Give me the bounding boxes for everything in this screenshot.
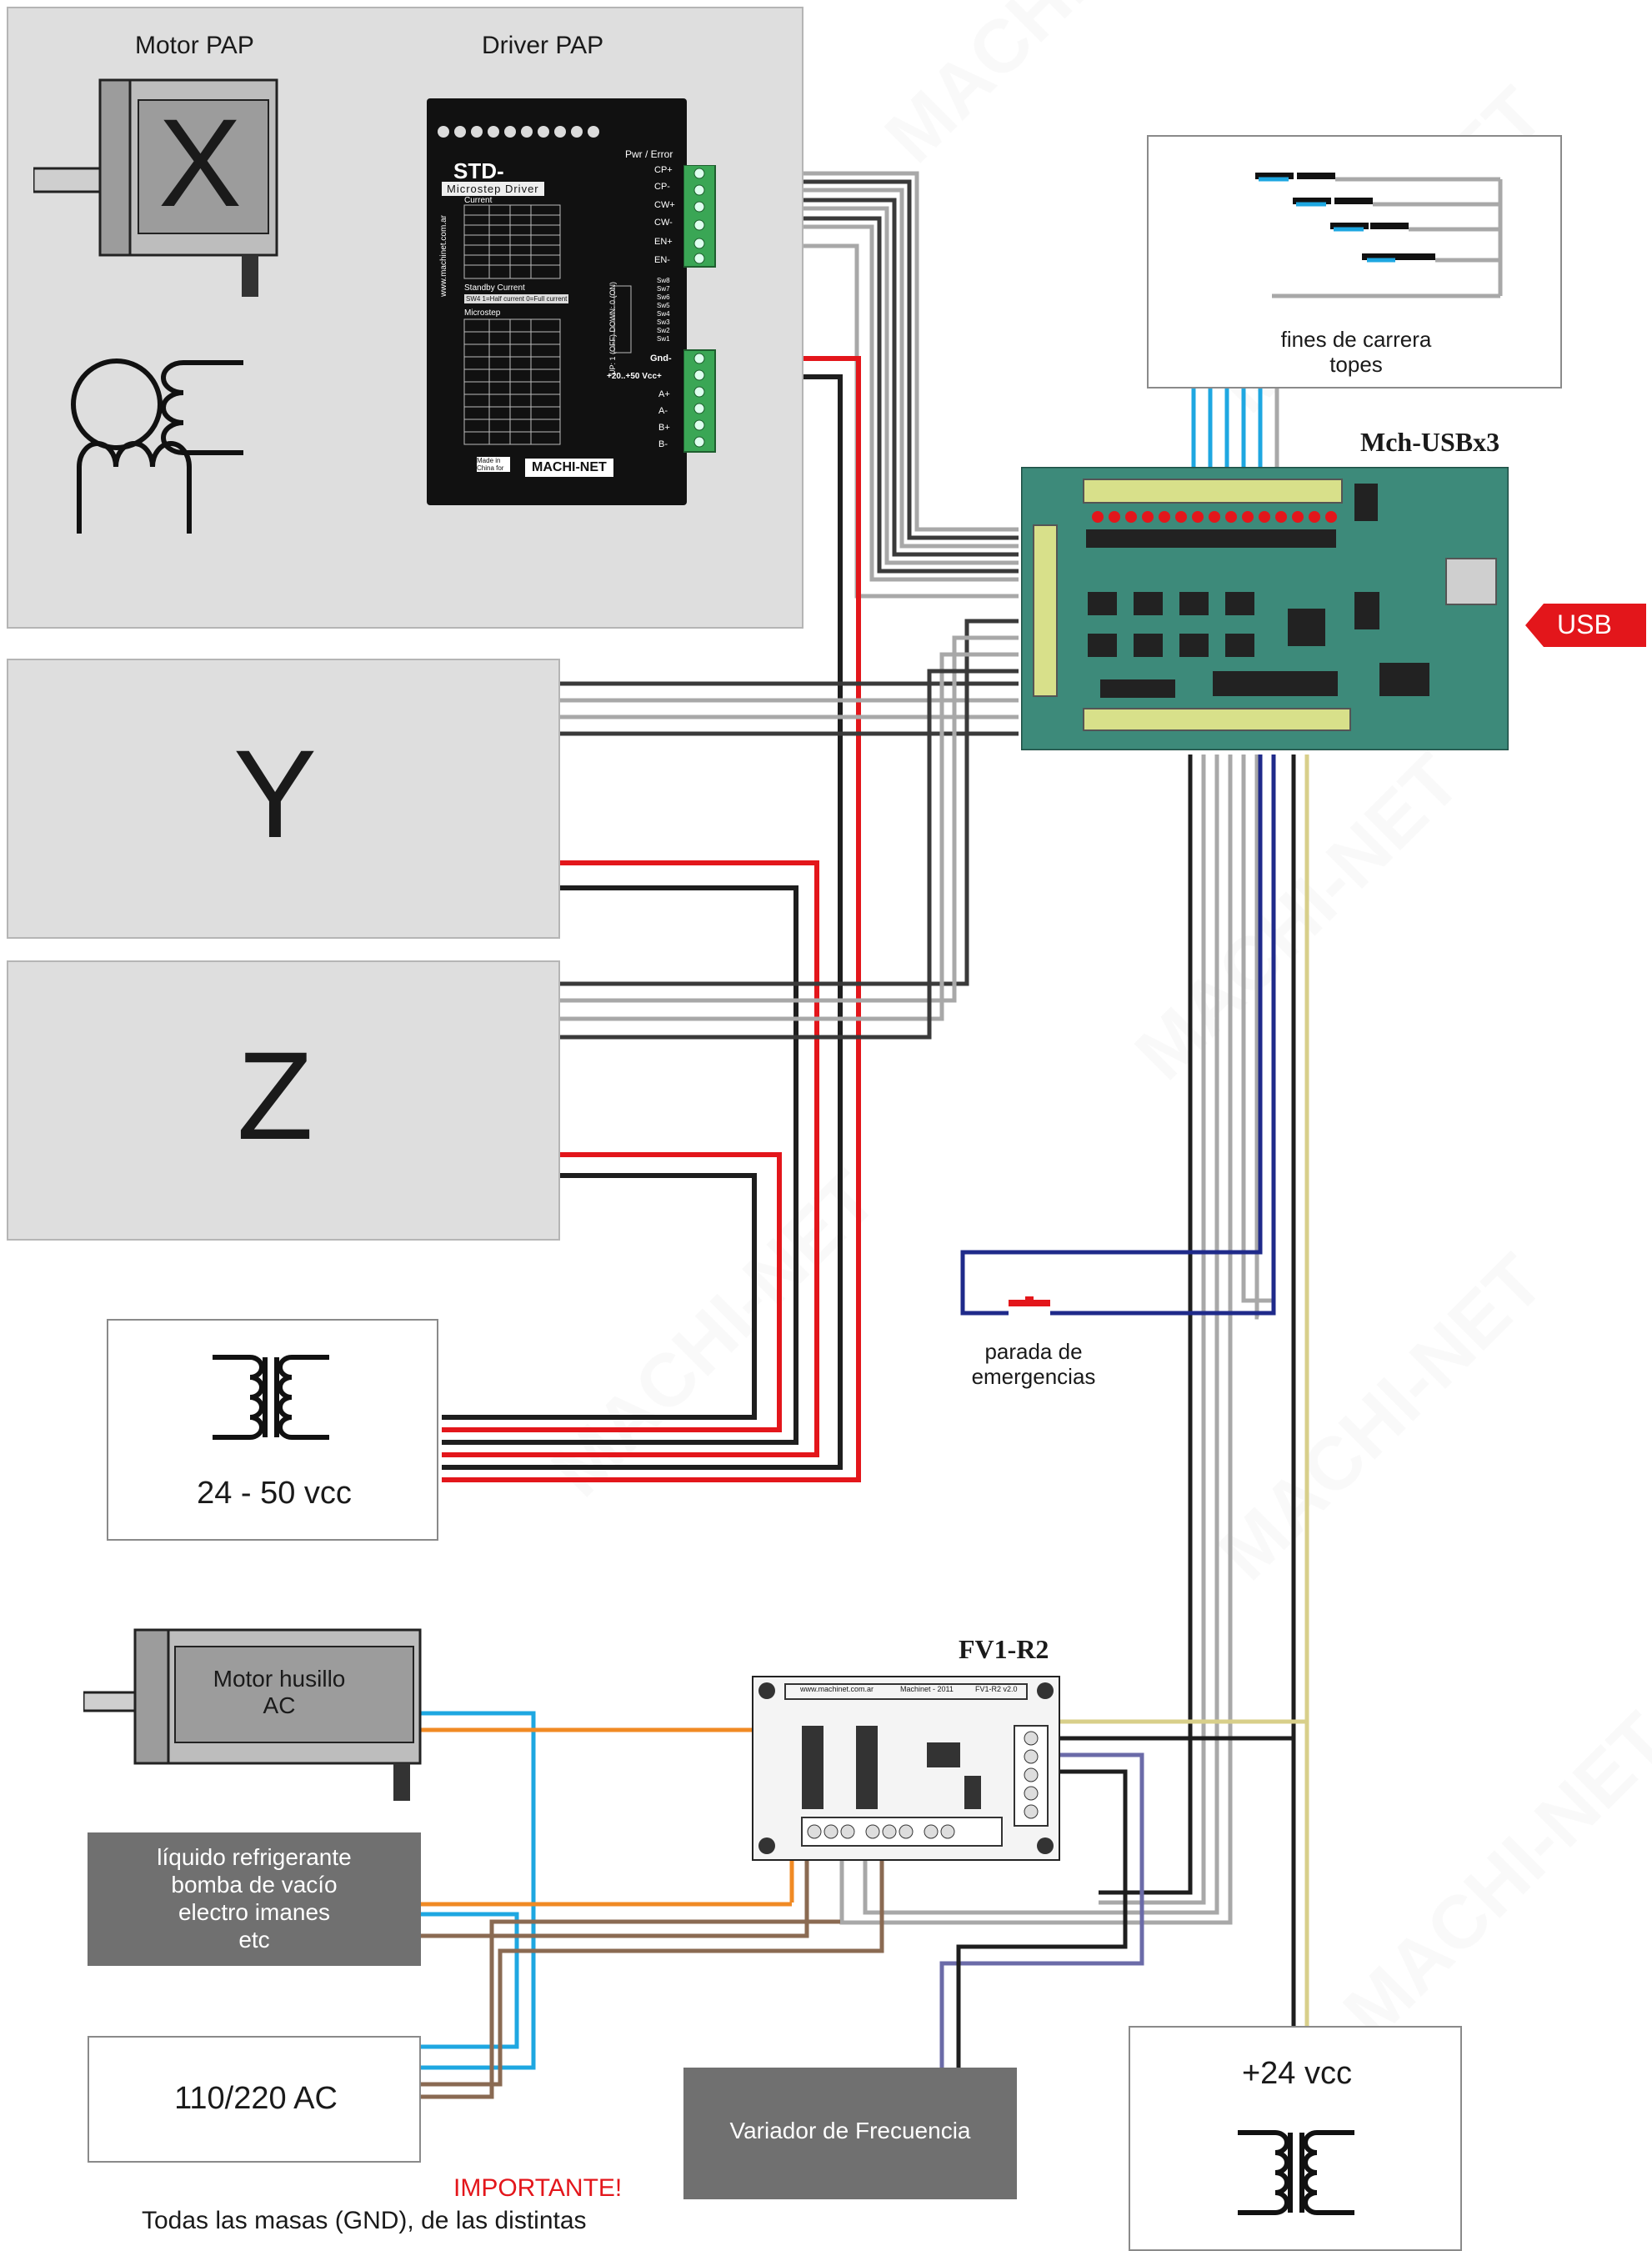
psu-motors-label: 24 - 50 vcc [197,1476,352,1511]
controller-output-wires [839,755,1275,1925]
switch-label-list: Sw8 Sw7 Sw6 Sw5 Sw4 Sw3 Sw2 Sw1 [657,277,682,343]
z-axis-panel: Z [7,960,560,1241]
motor-x-letter: X [158,93,243,233]
usb-tag [1525,604,1646,647]
standby-text: SW4 1=Half current 0=Full current [464,294,569,303]
accessories-box: líquido refrigerante bomba de vacío elec… [88,1832,421,1966]
switch-label: Sw2 [657,327,670,334]
accessories-line-1: líquido refrigerante [157,1844,352,1870]
driver-decor [438,126,632,445]
driver-subtitle: Microstep Driver [442,182,544,196]
limit-switch-contacts [1255,173,1503,298]
vfd-label: Variador de Frecuencia [729,2118,971,2143]
driver-terminals [683,165,716,453]
fv1-rev: FV1-R2 v2.0 [975,1685,1018,1693]
spindle-label-2: AC [263,1692,296,1718]
transformer-icon [213,1355,329,1440]
current-table-title: Current [464,196,493,205]
driver-pin-en-plus: EN+ [654,237,673,247]
controller-name: Mch-USBx3 [1360,427,1500,457]
switch-label: Sw1 [657,335,670,343]
standby-title: Standby Current [464,283,525,293]
limit-switch-label-1: fines de carrera [1280,327,1432,352]
motor-x-label: Motor PAP [135,32,254,59]
driver-pin-cp-minus: CP- [654,182,670,192]
y-axis-letter: Y [233,724,318,864]
psu-logic: +24 vcc [1129,2026,1462,2251]
vfd-box: Variador de Frecuencia [683,2068,1017,2199]
driver-pin-a-minus: A- [658,406,668,416]
accessories-line-2: bomba de vacío [171,1872,338,1898]
emergency-switch [1009,1296,1050,1306]
controller-board [1021,467,1509,750]
motor-coil-schematic [71,358,243,534]
driver-made-in: Made in China for [477,457,510,472]
driver-x-label: Driver PAP [482,32,604,59]
fv1-web: www.machinet.com.ar [800,1685,874,1693]
mains-label: 110/220 AC [174,2081,338,2116]
psu-logic-label: +24 vcc [1241,2056,1353,2091]
driver-pin-gnd: Gnd- [650,353,672,363]
svg-text:MACHI-NET: MACHI-NET [1328,1697,1652,2054]
driver-pin-cw-minus: CW- [654,218,673,228]
z-power-wires [442,1152,782,1432]
driver-x: STD- Microstep Driver Pwr / Error Curren… [427,98,687,505]
stepper-motor-x [33,78,278,297]
mains-box: 110/220 AC [88,2036,421,2163]
psu-logic-transformer-icon [1238,2130,1354,2215]
switch-label: Sw4 [657,310,670,318]
switch-label: Sw7 [657,285,670,293]
y-signal-wires [558,681,1019,736]
limit-switch-label-2: topes [1329,352,1383,377]
spindle-motor [83,1628,422,1801]
spindle-label-1: Motor husillo [213,1666,346,1692]
microstep-title: Microstep [464,308,501,318]
fv1-board [752,1676,1060,1861]
usb-label: USB [1557,609,1612,639]
fv1-name: FV1-R2 [959,1634,1049,1664]
driver-pin-b-plus: B+ [658,423,670,433]
switch-label: Sw5 [657,302,670,309]
fv1-brand: Machinet - 2011 [900,1685,954,1693]
switch-label: Sw3 [657,318,670,326]
driver-pin-vcc: +20..+50 Vcc+ [607,372,662,381]
switch-label: Sw8 [657,277,670,284]
emergency-wires [960,755,1276,1316]
accessories-line-4: etc [238,1927,270,1953]
psu-motors: 24 - 50 vcc [107,1319,438,1541]
y-power-wires [442,860,819,1457]
driver-model: STD- [453,158,504,183]
driver-pin-cp-plus: CP+ [654,165,673,175]
emergency-label-2: emergencias [971,1364,1096,1389]
driver-pin-cw-plus: CW+ [654,200,675,210]
psu-logic-wires [1291,755,1309,2026]
z-signal-wires [558,619,1019,1040]
important-text: Todas las masas (GND), de las distintas [142,2207,587,2234]
y-axis-panel: Y [7,659,560,939]
driver-pin-b-minus: B- [658,439,668,449]
driver-brand: MACHI-NET [525,459,613,477]
svg-text:MACHI-NET: MACHI-NET [1119,739,1476,1095]
driver-pin-a-plus: A+ [658,389,670,399]
z-axis-letter: Z [237,1025,313,1166]
driver-pin-en-minus: EN- [654,255,670,265]
switch-label: Sw6 [657,293,670,301]
fv1-right-wires [939,1719,1307,2068]
accessories-line-3: electro imanes [178,1899,331,1925]
important-title: IMPORTANTE! [453,2174,623,2202]
emergency-label-1: parada de [984,1339,1083,1364]
pwr-error-label: Pwr / Error [625,148,673,160]
